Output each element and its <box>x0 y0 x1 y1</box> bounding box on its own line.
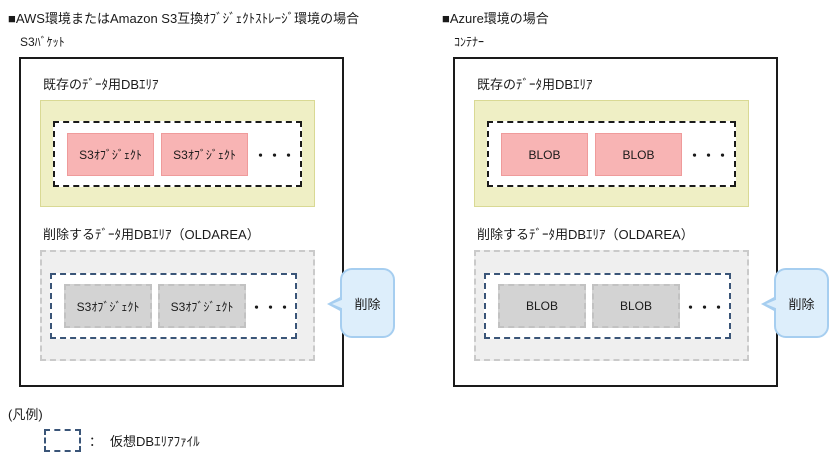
callout-pointer-fill <box>766 299 778 309</box>
s3-object-box: S3ｵﾌﾞｼﾞｪｸﾄ <box>161 133 248 176</box>
blob-box-deleted: BLOB <box>592 284 680 328</box>
azure-panel-title: ■Azure環境の場合 <box>442 11 549 26</box>
blob-box: BLOB <box>501 133 588 176</box>
delete-callout: 削除 <box>761 268 829 338</box>
legend-row: ： 仮想DBｴﾘｱﾌｧｲﾙ <box>44 429 200 452</box>
old-db-area-label: 削除するﾃﾞｰﾀ用DBｴﾘｱ（OLDAREA） <box>43 227 260 242</box>
s3-object-box-deleted: S3ｵﾌﾞｼﾞｪｸﾄ <box>158 284 246 328</box>
azure-panel: ■Azure環境の場合 ｺﾝﾃﾅｰ 既存のﾃﾞｰﾀ用DBｴﾘｱ BLOB BLO… <box>442 8 829 408</box>
existing-db-area-label: 既存のﾃﾞｰﾀ用DBｴﾘｱ <box>477 77 593 92</box>
ellipsis: ・・・ <box>687 148 730 163</box>
legend-heading: (凡例) <box>8 407 43 422</box>
s3-bucket-label: S3ﾊﾞｹｯﾄ <box>20 35 65 49</box>
legend-separator: ： <box>89 434 103 449</box>
delete-callout: 削除 <box>327 268 395 338</box>
delete-callout-label: 削除 <box>354 296 381 312</box>
delete-callout-label: 削除 <box>788 296 815 312</box>
legend-item-label: 仮想DBｴﾘｱﾌｧｲﾙ <box>110 434 200 449</box>
virtual-dbarea-file-swatch <box>44 429 81 452</box>
ellipsis: ・・・ <box>249 299 292 315</box>
aws-panel-title: ■AWS環境またはAmazon S3互換ｵﾌﾞｼﾞｪｸﾄｽﾄﾚｰｼﾞ環境の場合 <box>8 11 360 26</box>
existing-db-area-label: 既存のﾃﾞｰﾀ用DBｴﾘｱ <box>43 77 159 92</box>
blob-box-deleted: BLOB <box>498 284 586 328</box>
s3-object-box: S3ｵﾌﾞｼﾞｪｸﾄ <box>67 133 154 176</box>
ellipsis: ・・・ <box>683 299 726 315</box>
aws-panel: ■AWS環境またはAmazon S3互換ｵﾌﾞｼﾞｪｸﾄｽﾄﾚｰｼﾞ環境の場合 … <box>8 8 408 408</box>
old-db-area-label: 削除するﾃﾞｰﾀ用DBｴﾘｱ（OLDAREA） <box>477 227 694 242</box>
ellipsis: ・・・ <box>253 148 296 163</box>
s3-object-box-deleted: S3ｵﾌﾞｼﾞｪｸﾄ <box>64 284 152 328</box>
callout-pointer-fill <box>332 299 344 309</box>
blob-box: BLOB <box>595 133 682 176</box>
azure-container-label: ｺﾝﾃﾅｰ <box>454 35 485 49</box>
